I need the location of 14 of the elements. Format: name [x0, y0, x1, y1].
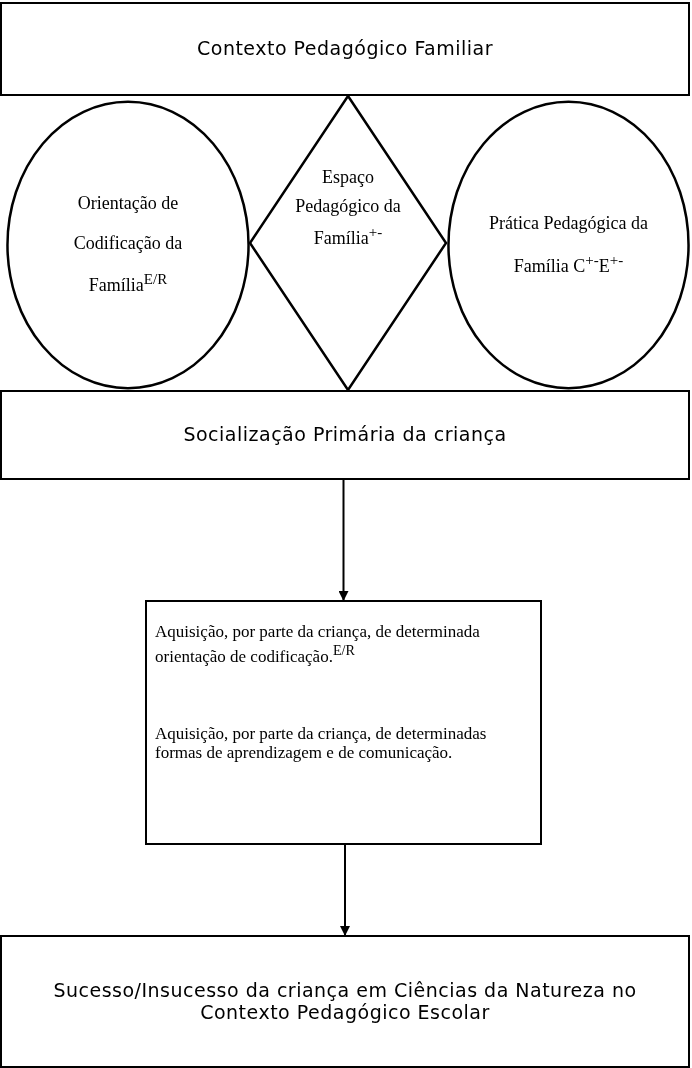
list-item-text: Aquisição, por parte da criança, de determinadas formas de aprendizagem e de comunicação. [155, 723, 488, 763]
process-box [0, 935, 690, 1068]
node-label: Contexto Pedagógico Familiar [197, 38, 493, 60]
list-item-text: Aquisição, por parte da criança, de determinada orientação de codificação.$^{E/R}$ [155, 622, 481, 666]
arrow [338, 479, 349, 601]
node-label: Sucesso/Insucesso da criança em Ciências da Natureza no Contexto Pedagógico Escolar [52, 979, 638, 1024]
node-label: Socialização Primária da criança [183, 424, 507, 446]
process-box [0, 390, 690, 480]
arrow [340, 844, 350, 936]
node-label: Orientação de Codificação da Família$^{E/R}$ [72, 192, 184, 298]
process-box [145, 600, 542, 845]
node-label: Prática Pedagógica da Família C$^{+-}$E$^{+-}$ [488, 211, 649, 278]
node-label: Espaço Pedagógico da Família$^{+-}$ [294, 165, 402, 251]
process-box [0, 2, 690, 96]
